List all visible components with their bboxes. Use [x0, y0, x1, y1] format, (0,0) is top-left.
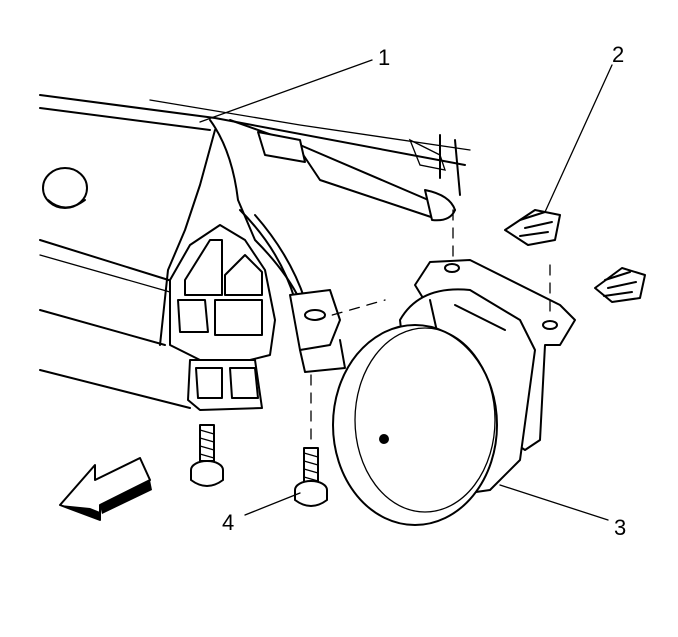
callout-3: 3	[614, 515, 626, 540]
fog-lamp-assembly	[332, 259, 576, 526]
bumper-support-bracket	[169, 209, 306, 411]
mounting-bolt-left	[190, 424, 224, 487]
callout-4: 4	[222, 510, 234, 535]
callout-1: 1	[378, 45, 390, 70]
mounting-bolt-right	[294, 447, 328, 507]
bumper-fascia	[39, 94, 471, 409]
fog-lamp-mount-bracket	[289, 289, 346, 373]
retaining-clip-upper	[504, 209, 561, 246]
alignment-lines	[310, 209, 551, 446]
forward-direction-arrow-icon	[59, 457, 152, 521]
retaining-clip-lower	[594, 267, 646, 303]
callout-2: 2	[612, 42, 624, 67]
callout-leaders	[199, 59, 613, 521]
